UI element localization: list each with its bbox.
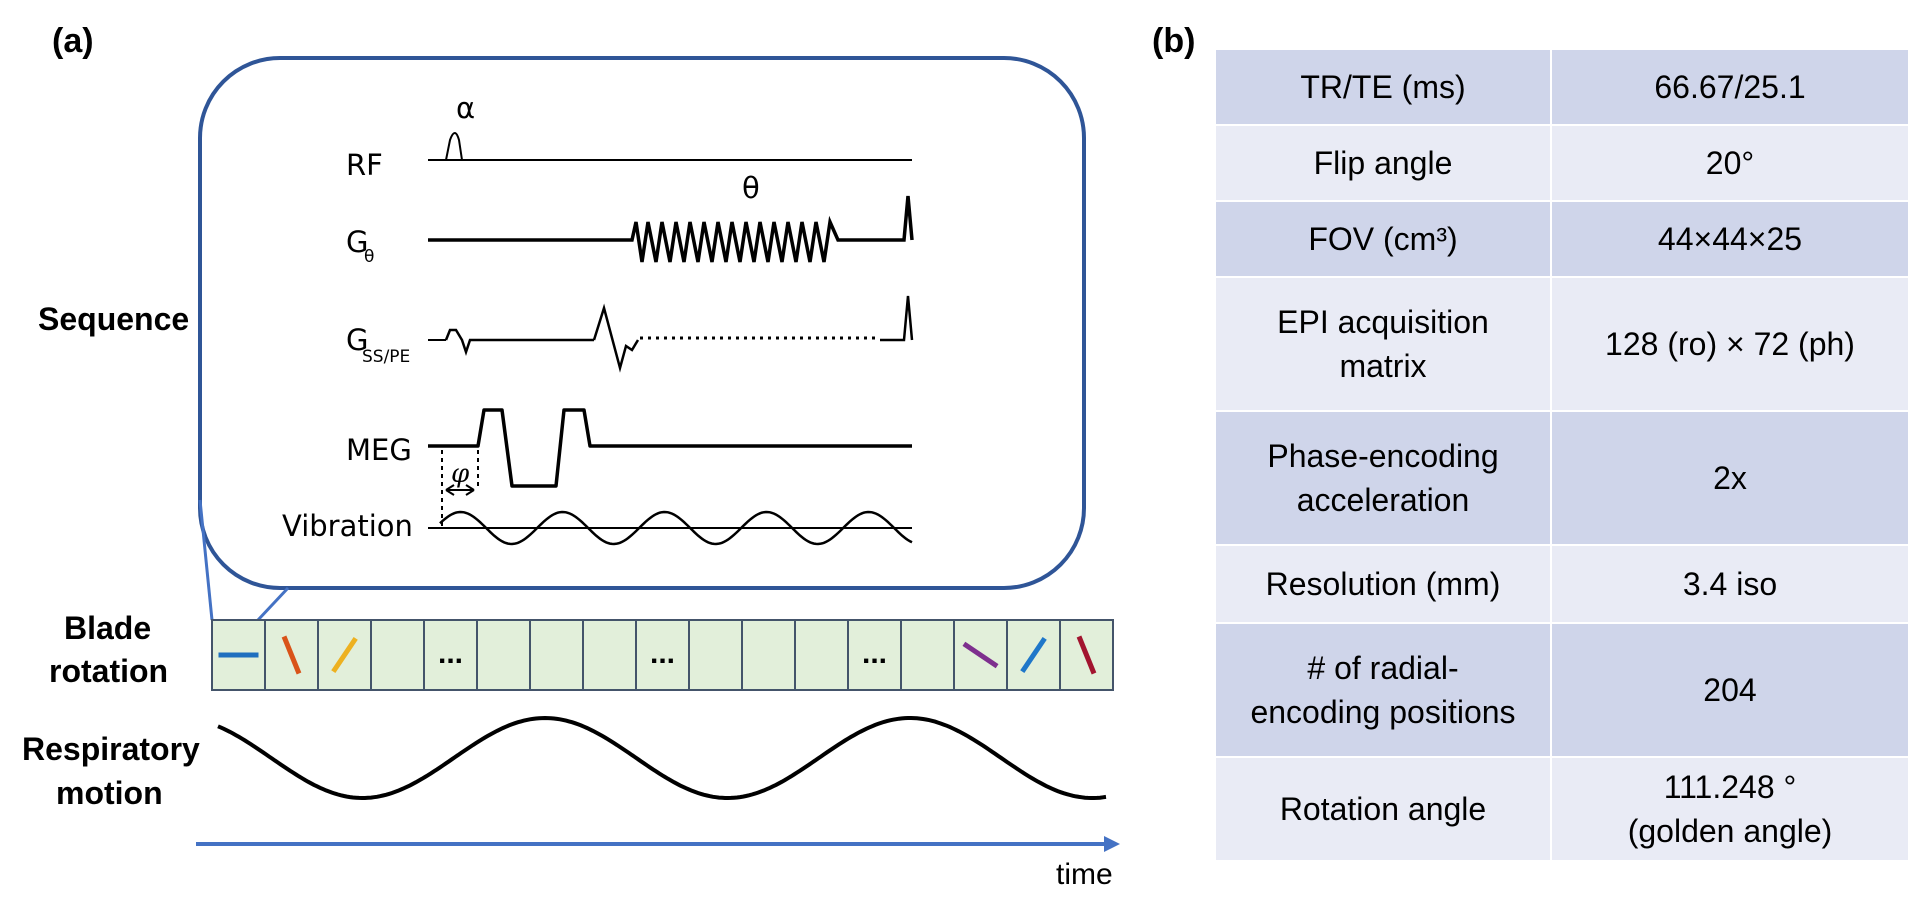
blade-line [1076,635,1097,675]
param-name: Resolution (mm) [1214,544,1552,624]
param-name: Rotation angle [1214,756,1552,862]
time-axis-arrowhead [1104,836,1120,852]
param-value: 3.4 iso [1550,544,1910,624]
blade-line [331,637,358,673]
theta-label: θ [742,171,760,205]
blade-cell [741,619,796,691]
respiratory-label-line1: Respiratory [22,731,200,767]
blade-line [962,641,999,669]
alpha-label: α [456,91,475,125]
table-row: # of radial-encoding positions 204 [1214,622,1910,758]
param-value: 44×44×25 [1550,200,1910,278]
blade-cell [423,619,478,691]
blade-rotation-strip: ......... [211,619,1114,691]
param-value: 128 (ro) × 72 (ph) [1550,276,1910,412]
zoom-line-right [256,586,290,622]
blade-cell [794,619,849,691]
g-theta-subscript: θ [364,247,374,267]
table-row: Rotation angle 111.248 °(golden angle) [1214,756,1910,862]
prephaser-gradient [592,303,640,373]
g-theta-label: G [346,225,368,259]
motion-encoding-gradient [428,408,912,488]
zoom-line-left [198,499,214,621]
param-name: TR/TE (ms) [1214,48,1552,126]
blade-ellipsis: ... [862,637,887,670]
param-value: 204 [1550,622,1910,758]
respiratory-waveform [217,715,1107,800]
param-name: FOV (cm³) [1214,200,1552,278]
blade-cell [688,619,743,691]
blade-cell [582,619,637,691]
blade-cell [529,619,584,691]
blade-line [281,635,302,675]
param-value: 20° [1550,124,1910,202]
slice-select-gradient [444,328,594,356]
param-value: 2x [1550,410,1910,546]
blade-cell [847,619,902,691]
blade-cell [900,619,955,691]
blade-cell [476,619,531,691]
table-row: Flip angle 20° [1214,124,1910,202]
panel-a-label: (a) [52,22,94,60]
param-value: 66.67/25.1 [1550,48,1910,126]
param-name: Flip angle [1214,124,1552,202]
param-value: 111.248 °(golden angle) [1550,756,1910,862]
respiratory-label-line2: motion [56,775,163,811]
table-row: FOV (cm³) 44×44×25 [1214,200,1910,278]
sequence-frame [198,56,1086,590]
phase-offset-arrow [445,484,475,496]
rf-label: RF [346,148,383,182]
readout-gradient-waveform [428,195,914,263]
blade-label-line2: rotation [49,653,168,689]
sequence-label: Sequence [38,301,189,337]
acquisition-parameter-table: TR/TE (ms) 66.67/25.1 Flip angle 20° FOV… [1214,48,1910,862]
gss-spoiler [880,295,914,342]
meg-label: MEG [346,433,412,467]
param-name: # of radial-encoding positions [1214,622,1552,758]
blade-ellipsis: ... [650,637,675,670]
vibration-label: Vibration [282,509,413,543]
blade-label-line1: Blade [64,610,151,646]
vibration-waveform [439,510,913,546]
table-row: TR/TE (ms) 66.67/25.1 [1214,48,1910,126]
phi-label: φ [451,459,470,489]
rf-pulse [445,132,463,161]
blade-cell [370,619,425,691]
blade-ellipsis: ... [438,637,463,670]
g-sspe-subscript: SS/PE [362,347,410,367]
blade-line [1020,637,1047,673]
panel-b-label: (b) [1152,22,1195,60]
time-label: time [1056,858,1113,891]
table-row: Resolution (mm) 3.4 iso [1214,544,1910,624]
g-sspe-label: G [346,323,368,357]
